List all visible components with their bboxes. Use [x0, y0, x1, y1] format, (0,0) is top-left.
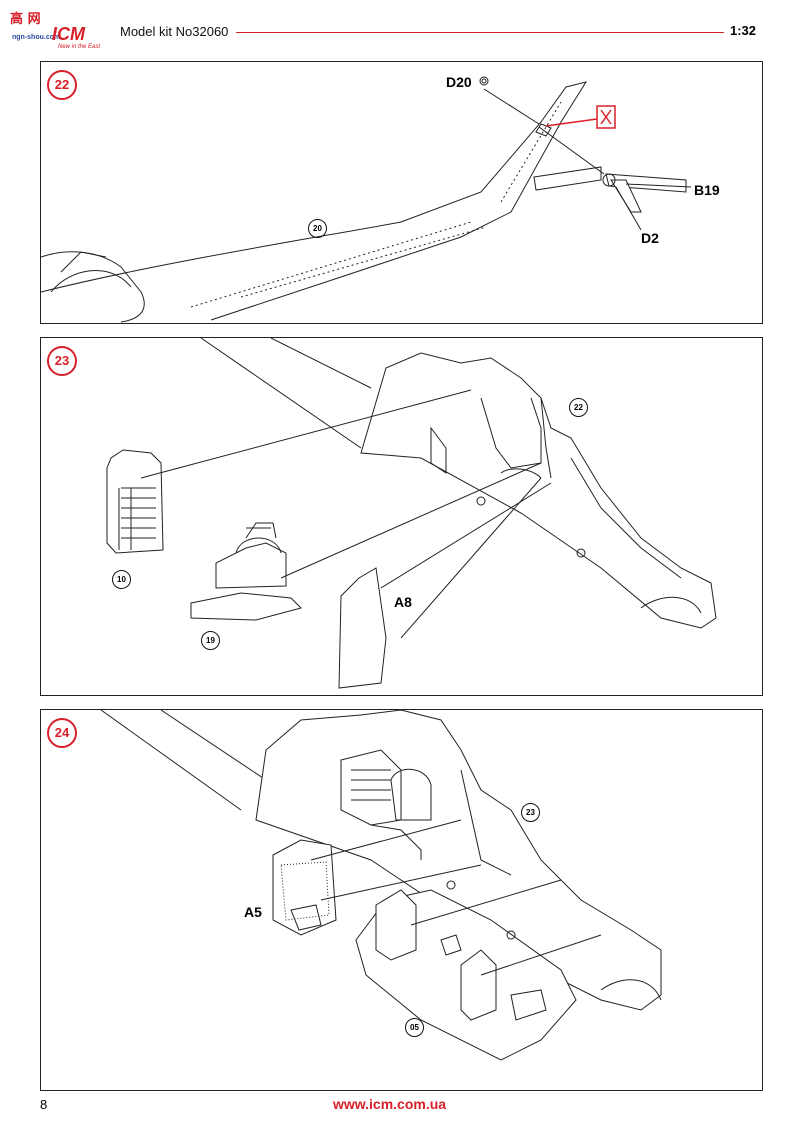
logo-url-text: ngn-shou.com: [12, 34, 61, 41]
tail-boom-drawing: [41, 76, 692, 323]
website-link[interactable]: www.icm.com.ua: [333, 1096, 447, 1112]
step-number-23: 23: [47, 346, 77, 376]
kit-scale: 1:32: [730, 23, 757, 38]
step-panel-22: 22 D20 B19 D2 20: [40, 61, 763, 324]
step-ref-10: 10: [112, 570, 131, 589]
step-panel-23: 23 A8 22 10 19: [40, 337, 763, 696]
part-label-a8: A8: [394, 594, 412, 610]
part-label-b19: B19: [694, 182, 720, 198]
logo-brand-text: ICM: [52, 24, 85, 44]
step-number-22: 22: [47, 70, 77, 100]
cockpit-assembly-drawing: [100, 710, 662, 1061]
logo-tagline: New in the East: [58, 44, 101, 50]
step-panel-24: 24 A5 23 05: [40, 709, 763, 1091]
part-label-d20: D20: [446, 74, 472, 90]
fuselage-interior-drawing: [106, 338, 717, 689]
page-number: 8: [40, 1097, 48, 1112]
step-number-24: 24: [47, 718, 77, 748]
header-rule: [236, 32, 724, 33]
step-ref-19: 19: [201, 631, 220, 650]
step-ref-05: 05: [405, 1018, 424, 1037]
logo-site-text: 高 网: [10, 11, 42, 26]
step-ref-22: 22: [569, 398, 588, 417]
kit-number: Model kit No32060: [120, 24, 229, 39]
icm-logo: 高 网 ngn-shou.com ICM New in the East: [4, 6, 108, 52]
step-ref-23: 23: [521, 803, 540, 822]
step-ref-20: 20: [308, 219, 327, 238]
part-label-a5: A5: [244, 904, 262, 920]
page-header: 高 网 ngn-shou.com ICM New in the East Mod…: [0, 0, 800, 56]
part-label-d2: D2: [641, 230, 659, 246]
